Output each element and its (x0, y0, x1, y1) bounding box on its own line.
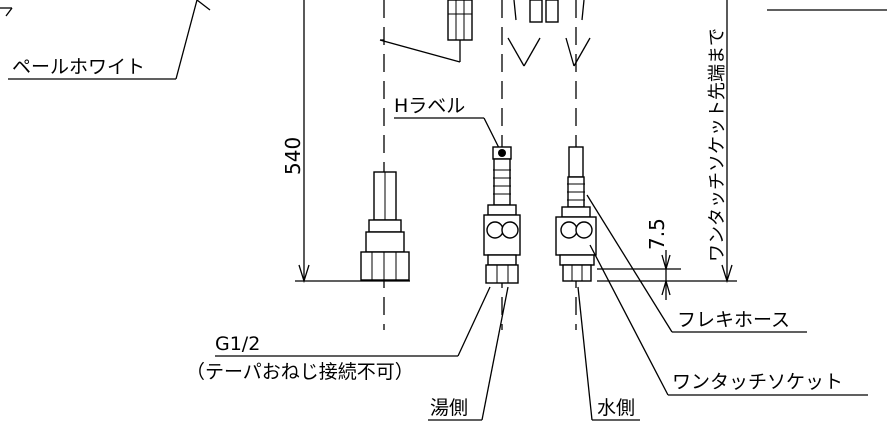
dimension-7-5: 7.5 (597, 218, 681, 300)
flex-hose-label: フレキホース (677, 309, 790, 331)
dimension-540: 540 (281, 0, 410, 284)
taper-note-label: （テーパおねじ接続不可） (186, 361, 414, 383)
hot-side-label: 湯側 (430, 397, 468, 419)
flex-hose-callout: フレキホース (586, 194, 807, 333)
onetouch-tip-label: ワンタッチソケット先端まで (707, 28, 728, 262)
hot-fitting (483, 146, 521, 284)
top-pipes (447, 0, 591, 67)
g12-label: G1/2 (215, 333, 260, 355)
pale-white-label: ペールホワイト (12, 56, 145, 78)
cold-fitting (555, 146, 597, 282)
onetouch-tip-dimension: ワンタッチソケット先端まで (597, 0, 887, 284)
water-side-label: 水側 (597, 397, 635, 419)
hot-side-callout: 湯側 (428, 286, 509, 421)
left-fitting (360, 0, 461, 330)
dim-540-label: 540 (281, 137, 305, 175)
g12-callout: G1/2 （テーパおねじ接続不可） (186, 286, 491, 383)
h-label-text: Hラベル (394, 95, 465, 117)
water-side-callout: 水側 (577, 286, 640, 421)
onetouch-socket-label: ワンタッチソケット (672, 371, 843, 393)
dim-7-5-label: 7.5 (645, 218, 669, 250)
pale-white-callout: ペールホワイト (0, 0, 211, 80)
onetouch-socket-callout: ワンタッチソケット (589, 244, 868, 396)
h-label-callout: Hラベル (394, 95, 502, 153)
